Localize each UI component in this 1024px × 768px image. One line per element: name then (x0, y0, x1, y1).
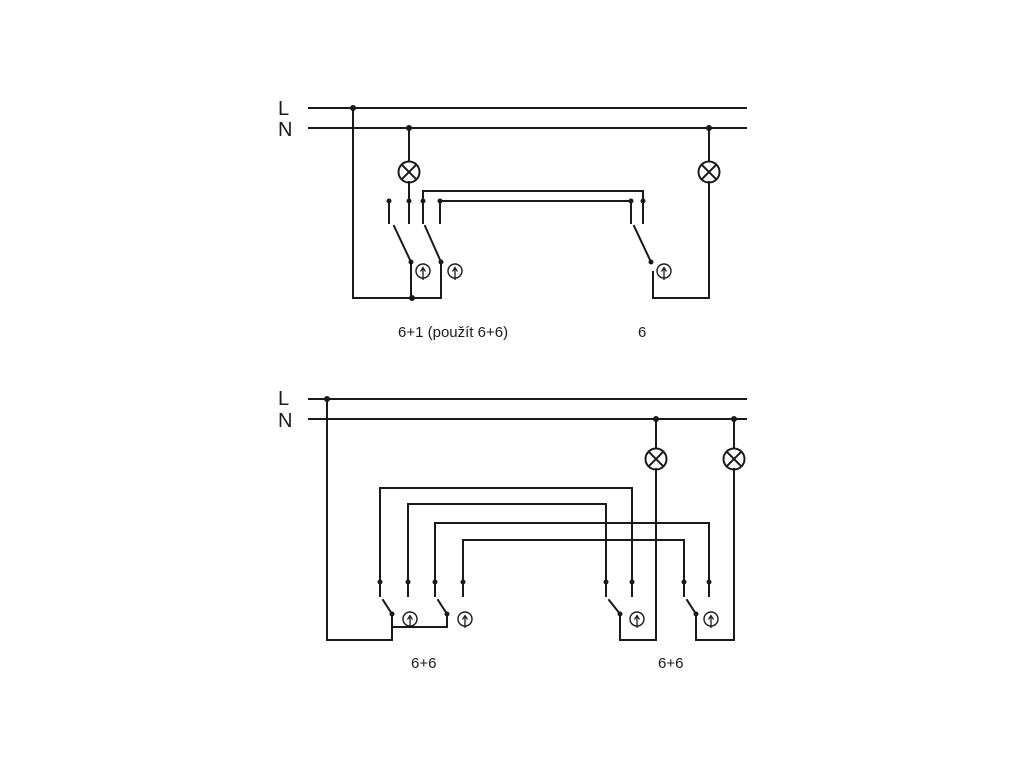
feed-l (352, 107, 413, 299)
rail-label-l: L (278, 98, 289, 120)
caption-right: 6 (638, 324, 646, 341)
rail-label-n: N (278, 410, 292, 432)
caption-left: 6+1 (použít 6+6) (398, 324, 508, 341)
diagram-top: L N (278, 98, 747, 341)
diagram-bottom: L N (278, 388, 747, 672)
caption-left: 6+6 (411, 655, 436, 672)
caption-right: 6+6 (658, 655, 683, 672)
rail-label-n: N (278, 119, 292, 141)
rail-label-l: L (278, 388, 289, 410)
